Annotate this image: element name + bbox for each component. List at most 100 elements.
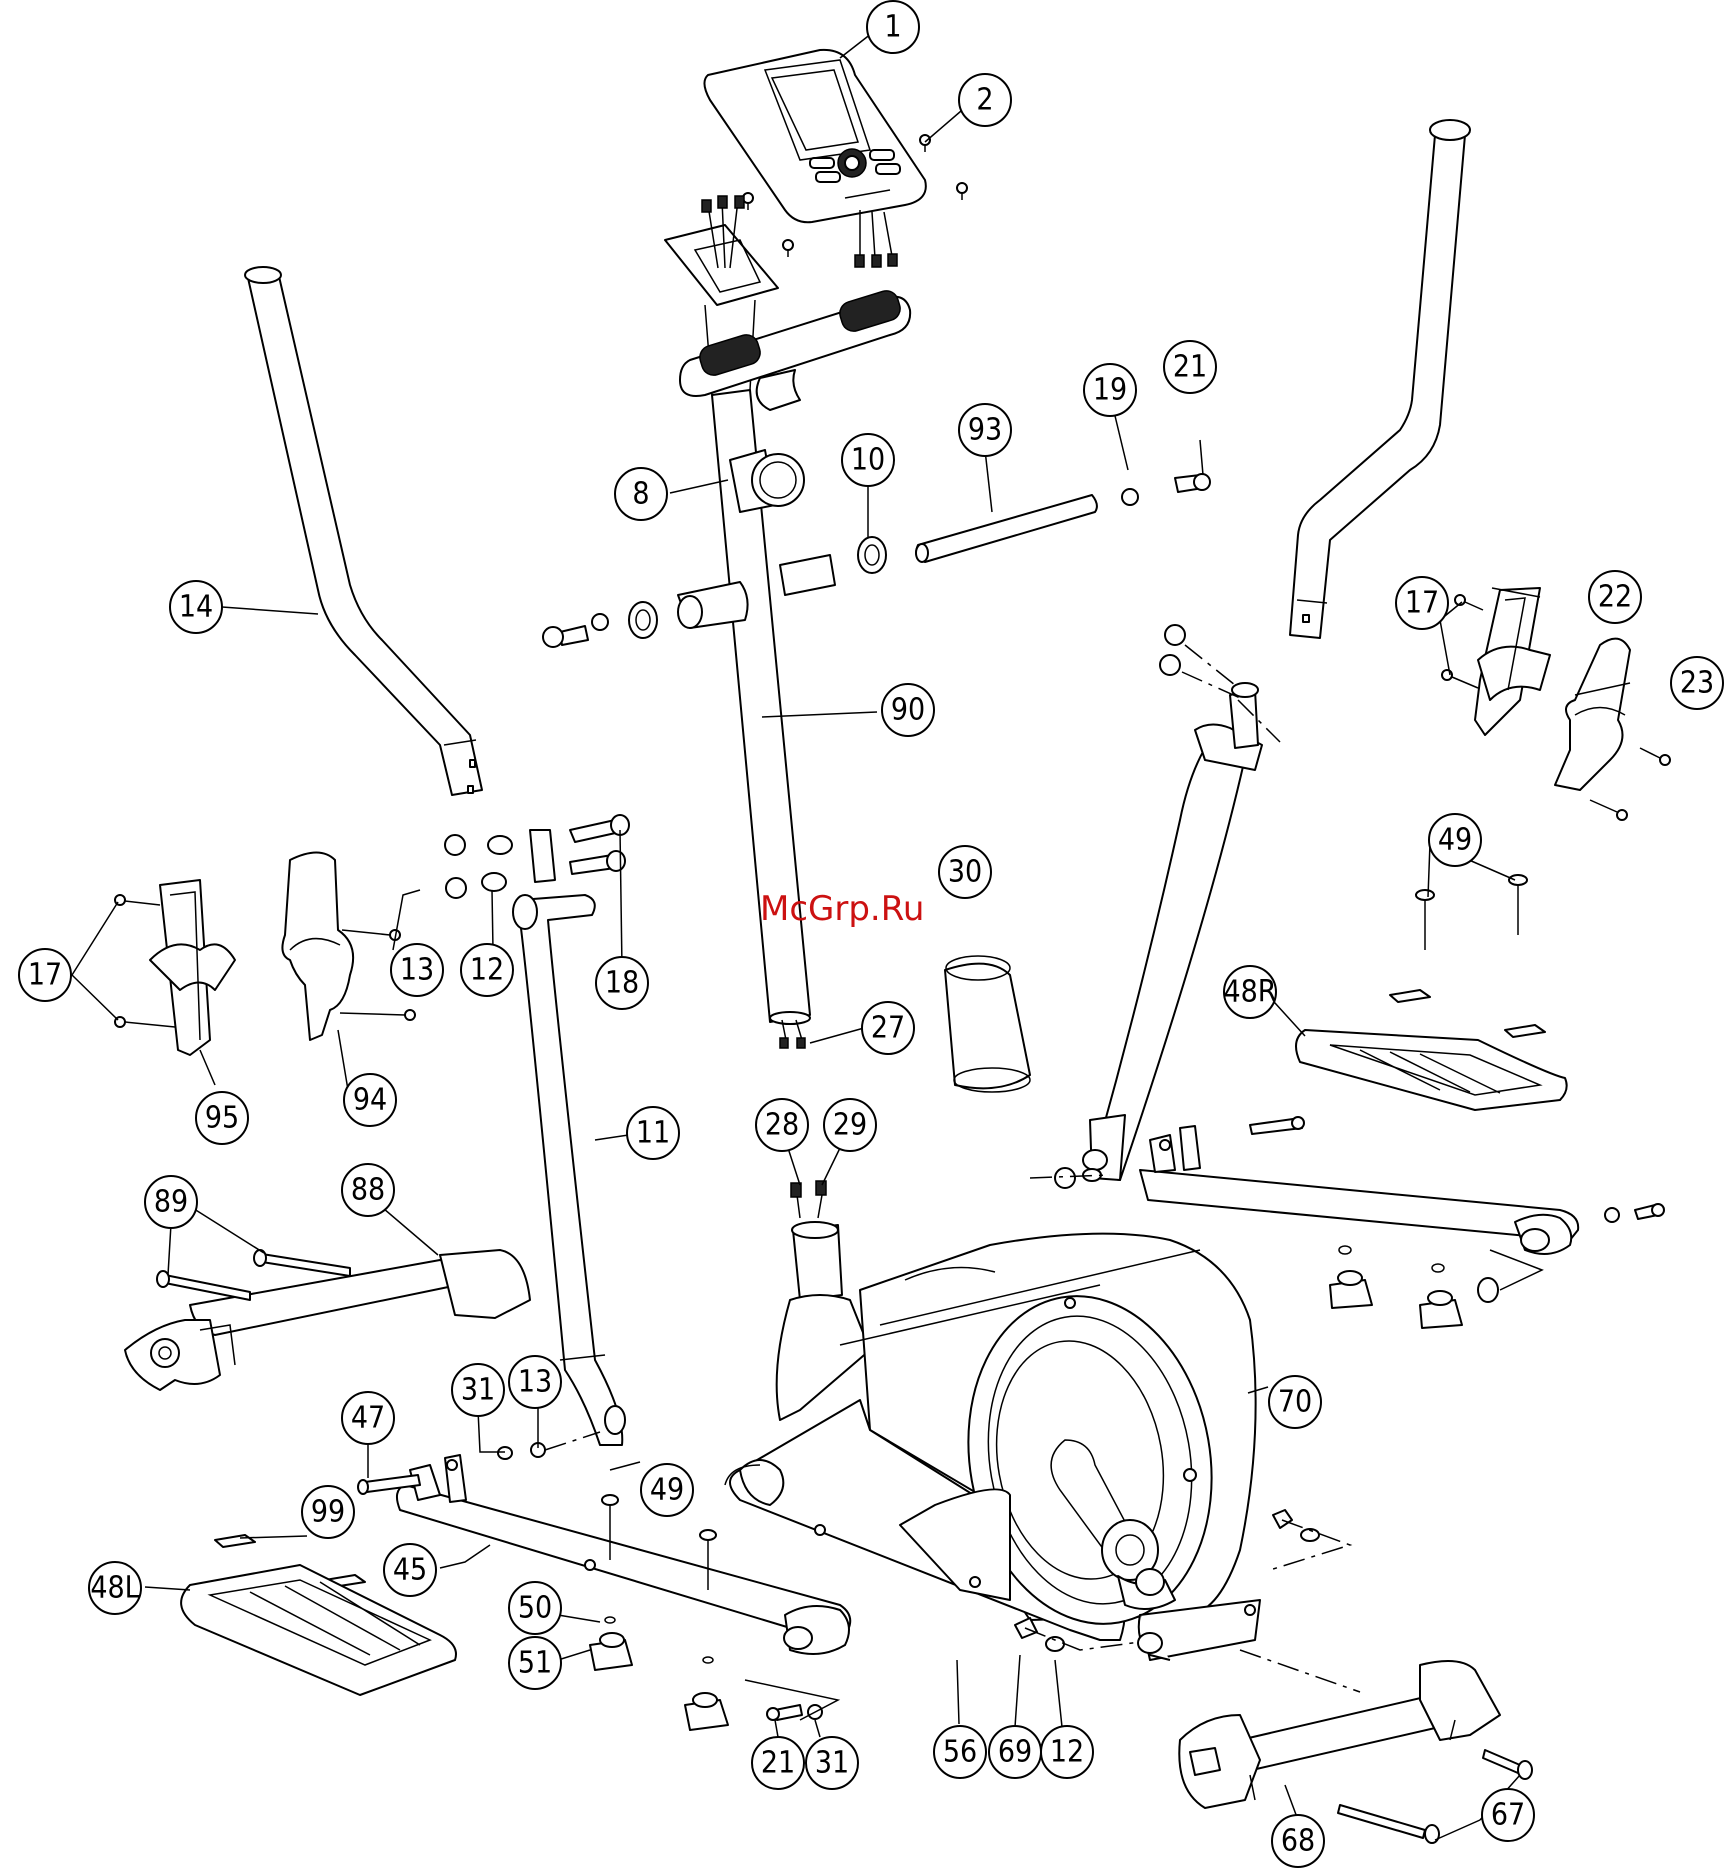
callout-94: 94 bbox=[344, 1074, 396, 1126]
callout-47: 47 bbox=[342, 1392, 394, 1444]
left-arm-cover bbox=[282, 853, 353, 1041]
svg-text:2: 2 bbox=[976, 83, 993, 118]
callout-49-right: 49 bbox=[1429, 814, 1481, 866]
callout-90: 90 bbox=[882, 684, 934, 736]
callout-29: 29 bbox=[824, 1099, 876, 1151]
svg-text:47: 47 bbox=[351, 1401, 385, 1436]
callout-48l: 48L bbox=[89, 1562, 141, 1614]
callout-68: 68 bbox=[1272, 1815, 1324, 1867]
callout-23: 23 bbox=[1671, 657, 1723, 709]
callout-2: 2 bbox=[959, 74, 1011, 126]
main-frame bbox=[725, 1181, 1256, 1643]
callout-88: 88 bbox=[342, 1164, 394, 1216]
callout-17-right: 17 bbox=[1396, 577, 1448, 629]
svg-text:56: 56 bbox=[943, 1735, 977, 1770]
callout-69: 69 bbox=[989, 1726, 1041, 1778]
svg-text:49: 49 bbox=[650, 1473, 684, 1508]
pedal-48r bbox=[1296, 1030, 1567, 1110]
svg-text:1: 1 bbox=[884, 10, 901, 45]
callout-11: 11 bbox=[627, 1107, 679, 1159]
svg-text:19: 19 bbox=[1093, 373, 1127, 408]
callout-1: 1 bbox=[867, 1, 919, 53]
callout-12-lower: 12 bbox=[1041, 1726, 1093, 1778]
svg-text:10: 10 bbox=[851, 443, 885, 478]
svg-text:22: 22 bbox=[1598, 580, 1632, 615]
watermark-text: McGrp.Ru bbox=[760, 889, 924, 929]
callout-13-lower: 13 bbox=[509, 1356, 561, 1408]
svg-text:48R: 48R bbox=[1223, 975, 1276, 1010]
svg-text:21: 21 bbox=[761, 1746, 795, 1781]
svg-text:27: 27 bbox=[871, 1011, 905, 1046]
svg-text:69: 69 bbox=[998, 1735, 1032, 1770]
tension-knob bbox=[730, 450, 804, 512]
callout-31-upper: 31 bbox=[452, 1364, 504, 1416]
callout-30: 30 bbox=[939, 846, 991, 898]
callout-67: 67 bbox=[1482, 1789, 1534, 1841]
svg-text:70: 70 bbox=[1278, 1385, 1312, 1420]
svg-text:49: 49 bbox=[1438, 823, 1472, 858]
callout-50: 50 bbox=[509, 1582, 561, 1634]
svg-text:50: 50 bbox=[518, 1591, 552, 1626]
svg-text:68: 68 bbox=[1281, 1824, 1315, 1859]
svg-text:51: 51 bbox=[518, 1646, 552, 1681]
callout-22: 22 bbox=[1589, 571, 1641, 623]
svg-text:12: 12 bbox=[470, 953, 504, 988]
svg-text:88: 88 bbox=[351, 1173, 385, 1208]
svg-text:29: 29 bbox=[833, 1108, 867, 1143]
svg-text:99: 99 bbox=[311, 1495, 345, 1530]
callout-17-left: 17 bbox=[19, 949, 71, 1001]
callout-28: 28 bbox=[756, 1099, 808, 1151]
callout-49-left: 49 bbox=[641, 1464, 693, 1516]
callout-8: 8 bbox=[615, 468, 667, 520]
right-arm-bracket bbox=[1475, 588, 1550, 735]
rear-base-plate bbox=[1138, 1600, 1360, 1692]
svg-text:17: 17 bbox=[1405, 586, 1439, 621]
svg-text:23: 23 bbox=[1680, 666, 1714, 701]
callout-99: 99 bbox=[302, 1486, 354, 1538]
handlebar bbox=[680, 288, 910, 410]
rear-stabilizer bbox=[1179, 1661, 1500, 1808]
svg-text:28: 28 bbox=[765, 1108, 799, 1143]
callout-13-upper: 13 bbox=[391, 944, 443, 996]
callout-12-upper: 12 bbox=[461, 944, 513, 996]
svg-text:13: 13 bbox=[518, 1365, 552, 1400]
callout-56: 56 bbox=[934, 1726, 986, 1778]
callout-31-lower: 31 bbox=[806, 1737, 858, 1789]
svg-text:89: 89 bbox=[154, 1185, 188, 1220]
svg-text:94: 94 bbox=[353, 1083, 387, 1118]
callout-70: 70 bbox=[1269, 1376, 1321, 1428]
callout-93: 93 bbox=[959, 404, 1011, 456]
callout-95: 95 bbox=[196, 1092, 248, 1144]
callout-14: 14 bbox=[170, 581, 222, 633]
svg-text:30: 30 bbox=[948, 855, 982, 890]
callout-89: 89 bbox=[145, 1176, 197, 1228]
svg-text:48L: 48L bbox=[90, 1571, 139, 1606]
mast-boot-cover bbox=[945, 956, 1030, 1092]
pivot-axle bbox=[780, 474, 1210, 595]
right-upper-arm bbox=[1290, 120, 1470, 638]
right-pedal-bar bbox=[1140, 1126, 1578, 1254]
left-upper-arm bbox=[245, 267, 482, 795]
callout-21-top: 21 bbox=[1164, 341, 1216, 393]
right-arm-cover bbox=[1555, 639, 1630, 790]
svg-text:14: 14 bbox=[179, 590, 213, 625]
callout-18: 18 bbox=[596, 957, 648, 1009]
callout-10: 10 bbox=[842, 434, 894, 486]
svg-text:93: 93 bbox=[968, 413, 1002, 448]
svg-text:45: 45 bbox=[393, 1553, 427, 1588]
right-lower-arm bbox=[1083, 683, 1262, 1180]
svg-text:31: 31 bbox=[461, 1373, 495, 1408]
svg-text:18: 18 bbox=[605, 966, 639, 1001]
svg-text:12: 12 bbox=[1050, 1735, 1084, 1770]
svg-text:17: 17 bbox=[28, 958, 62, 993]
callout-21-bottom: 21 bbox=[752, 1737, 804, 1789]
svg-text:8: 8 bbox=[632, 477, 649, 512]
svg-text:21: 21 bbox=[1173, 350, 1207, 385]
console-mount-plate bbox=[665, 196, 778, 305]
svg-text:90: 90 bbox=[891, 693, 925, 728]
callout-27: 27 bbox=[862, 1002, 914, 1054]
callout-19: 19 bbox=[1084, 364, 1136, 416]
upright-mast bbox=[705, 300, 810, 1048]
svg-text:13: 13 bbox=[400, 953, 434, 988]
